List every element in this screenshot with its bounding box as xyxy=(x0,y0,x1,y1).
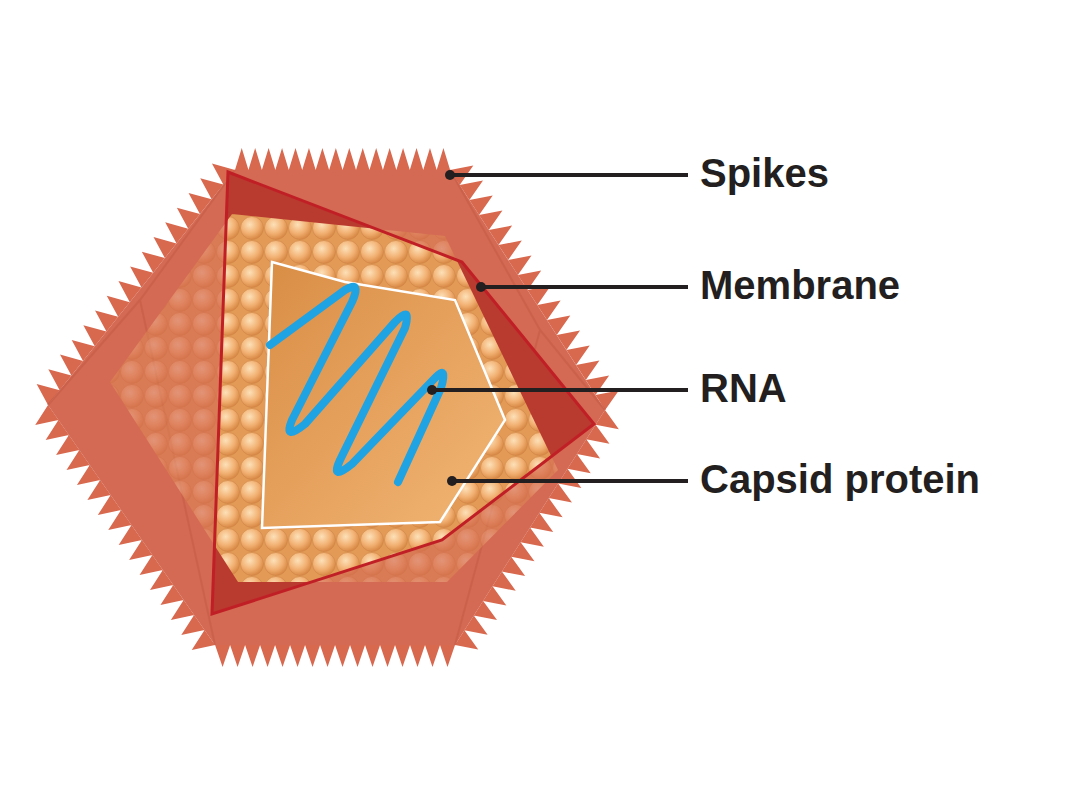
membrane-cut-edge xyxy=(212,172,594,614)
part-label: Spikes xyxy=(700,148,829,198)
part-label: Membrane xyxy=(700,260,900,310)
rna-strand xyxy=(270,287,443,482)
part-label: RNA xyxy=(700,363,787,413)
membrane-body xyxy=(48,170,605,645)
part-label: Capsid protein xyxy=(700,454,980,504)
membrane-facets xyxy=(48,170,605,645)
membrane-tint xyxy=(48,170,605,645)
capsid-interior xyxy=(262,262,505,528)
leader-lines xyxy=(432,175,688,481)
leader-dots xyxy=(427,170,486,486)
capsid-shell xyxy=(110,214,558,582)
spike-ring xyxy=(30,148,624,667)
